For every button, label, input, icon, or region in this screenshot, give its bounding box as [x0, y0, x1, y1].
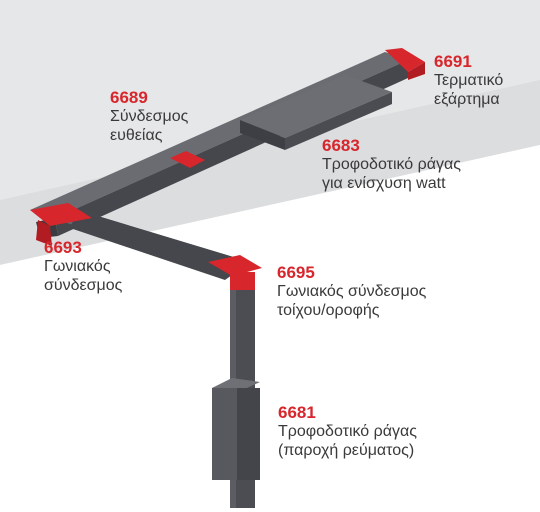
part-description: Σύνδεσμος ευθείας	[110, 108, 189, 144]
part-code: 6691	[434, 52, 472, 71]
part-description: Τερματικό εξάρτημα	[434, 72, 504, 108]
corner-connector-6695	[208, 255, 262, 276]
part-description: Τροφοδοτικό ράγας για ενίσχυση watt	[322, 156, 461, 192]
straight-connector-6689	[170, 151, 205, 168]
ceiling-shadow	[0, 80, 540, 265]
corner-connector-6693	[30, 203, 92, 226]
label-6683: 6683 Τροφοδοτικό ράγας για ενίσχυση watt	[322, 136, 461, 193]
part-code: 6689	[110, 88, 148, 107]
end-cap-side	[408, 62, 425, 80]
part-description: Γωνιακός σύνδεσμος	[44, 258, 123, 294]
label-6691: 6691 Τερματικό εξάρτημα	[434, 52, 503, 109]
power-supply-6681	[212, 378, 260, 480]
diagonal-rail	[42, 210, 250, 280]
power-feed-module-6683	[240, 75, 392, 150]
corner-connector-6693-side	[36, 220, 52, 246]
label-6681: 6681 Τροφοδοτικό ράγας (παροχή ρεύματος)	[278, 403, 417, 460]
wall-ceiling-connector-6695	[230, 272, 255, 290]
part-code: 6693	[44, 238, 82, 257]
part-description: Τροφοδοτικό ράγας (παροχή ρεύματος)	[278, 423, 417, 459]
part-code: 6683	[322, 136, 360, 155]
end-cap-6691	[385, 48, 425, 72]
part-code: 6681	[278, 403, 316, 422]
part-description: Γωνιακός σύνδεσμος τοίχου/οροφής	[277, 283, 427, 319]
label-6693: 6693 Γωνιακός σύνδεσμος	[44, 238, 122, 295]
part-code: 6695	[277, 263, 315, 282]
label-6689: 6689 Σύνδεσμος ευθείας	[110, 88, 188, 145]
label-6695: 6695 Γωνιακός σύνδεσμος τοίχου/οροφής	[277, 263, 426, 320]
